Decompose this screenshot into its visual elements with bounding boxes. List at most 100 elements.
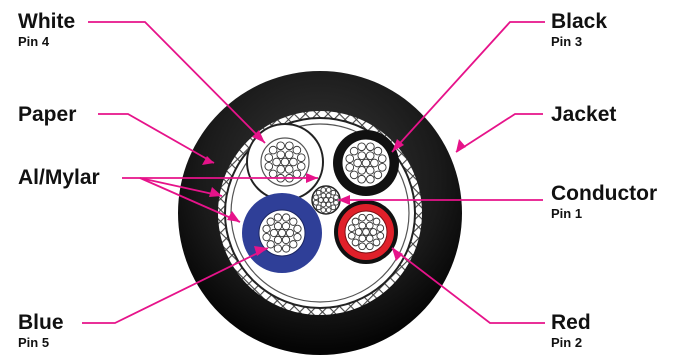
- wire-strand: [345, 154, 355, 163]
- wire-strand: [296, 162, 306, 171]
- wire-strand: [282, 213, 291, 222]
- wire-strand: [292, 145, 302, 155]
- wire-strand: [323, 197, 329, 203]
- wire-strand: [268, 169, 278, 179]
- wire-strand: [320, 201, 327, 208]
- wire-strand: [362, 228, 370, 236]
- wire-strand: [296, 153, 306, 162]
- wire-strand: [357, 165, 367, 175]
- wire-strand: [377, 154, 387, 163]
- wire-strand: [357, 151, 367, 161]
- label-white: White Pin 4: [18, 11, 75, 48]
- wire-strand: [266, 217, 275, 226]
- wire-strand: [351, 238, 360, 247]
- wire-strand: [376, 231, 385, 240]
- wire-strand: [315, 204, 322, 211]
- wire-strand: [357, 174, 366, 184]
- wire-strand: [358, 221, 367, 230]
- wire-strand: [361, 158, 371, 168]
- label-blue: Blue Pin 5: [18, 312, 64, 349]
- blue-conductor: [242, 193, 322, 273]
- wire-strand: [325, 201, 332, 208]
- wire-strand: [366, 174, 375, 184]
- label-conductor: Conductor Pin 1: [551, 183, 657, 220]
- label-white-pin: Pin 4: [18, 34, 50, 49]
- wire-strand: [264, 162, 274, 171]
- wire-strand: [266, 240, 275, 249]
- wire-strand: [365, 165, 375, 175]
- wire-strand: [349, 146, 359, 156]
- wire-strand: [353, 158, 362, 168]
- wire-strand: [333, 194, 339, 201]
- wire-strand: [277, 228, 287, 238]
- wire-strand: [284, 150, 294, 160]
- wire-strand: [325, 207, 332, 213]
- wire-strand: [289, 240, 298, 249]
- wire-strand: [262, 224, 271, 233]
- wire-strand: [285, 141, 294, 151]
- wire-strand: [372, 217, 381, 226]
- black-conductor: [333, 130, 399, 196]
- wire-strand: [325, 187, 332, 193]
- wire-strand: [273, 235, 283, 245]
- wire-strand: [320, 187, 327, 193]
- label-al-mylar-name: Al/Mylar: [18, 166, 100, 189]
- wire-strand: [281, 235, 291, 245]
- wire-strand: [373, 170, 383, 180]
- center-conductor: [311, 185, 341, 215]
- wire-strand: [289, 217, 298, 226]
- wire-strand: [369, 228, 378, 236]
- wire-strand: [377, 163, 387, 172]
- wire-strand: [333, 199, 339, 206]
- wire-strand: [280, 157, 290, 167]
- wire-strand: [292, 169, 302, 179]
- wire-strand: [276, 150, 286, 160]
- wire-strand: [372, 238, 381, 247]
- wire-strand: [330, 204, 337, 211]
- wire-strand: [262, 233, 271, 242]
- wire-strand: [365, 151, 375, 161]
- wire-strand: [293, 224, 302, 233]
- label-al-mylar: Al/Mylar: [18, 167, 100, 188]
- wire-strand: [273, 244, 282, 253]
- wire-strand: [357, 142, 366, 152]
- leader-arrowheads: [202, 130, 466, 261]
- wire-strand: [315, 189, 322, 196]
- wire-strand: [366, 142, 375, 152]
- wire-strand: [268, 145, 278, 155]
- label-jacket-name: Jacket: [551, 103, 617, 126]
- wire-strand: [289, 157, 298, 167]
- wire-strand: [365, 242, 374, 251]
- wire-strand: [276, 141, 285, 151]
- wire-strand: [293, 233, 302, 242]
- label-blue-pin: Pin 5: [18, 335, 50, 350]
- red-conductor: [334, 200, 398, 264]
- label-black-pin: Pin 3: [551, 34, 583, 49]
- wire-strand: [358, 213, 367, 222]
- wire-strand: [370, 158, 379, 168]
- wire-strand: [328, 197, 335, 203]
- wire-strand: [354, 228, 363, 236]
- wire-strand: [349, 170, 359, 180]
- wire-strand: [272, 157, 281, 167]
- wire-strand: [347, 231, 356, 240]
- label-red: Red Pin 2: [551, 312, 591, 349]
- wire-strand: [330, 189, 337, 196]
- label-paper: Paper: [18, 104, 76, 125]
- wire-strand: [281, 221, 291, 231]
- wire-strand: [358, 242, 367, 251]
- wire-strand: [365, 234, 374, 243]
- wire-strand: [285, 228, 295, 238]
- wire-strand: [320, 192, 327, 199]
- wire-strand: [273, 213, 282, 222]
- wire-strand: [365, 213, 374, 222]
- wire-strand: [325, 192, 332, 199]
- label-jacket: Jacket: [551, 104, 616, 125]
- wire-strand: [269, 228, 279, 238]
- wire-strand: [264, 153, 274, 162]
- wire-strand: [347, 224, 356, 233]
- wire-strand: [345, 163, 355, 172]
- wire-strand: [284, 164, 294, 174]
- label-white-name: White: [18, 10, 76, 33]
